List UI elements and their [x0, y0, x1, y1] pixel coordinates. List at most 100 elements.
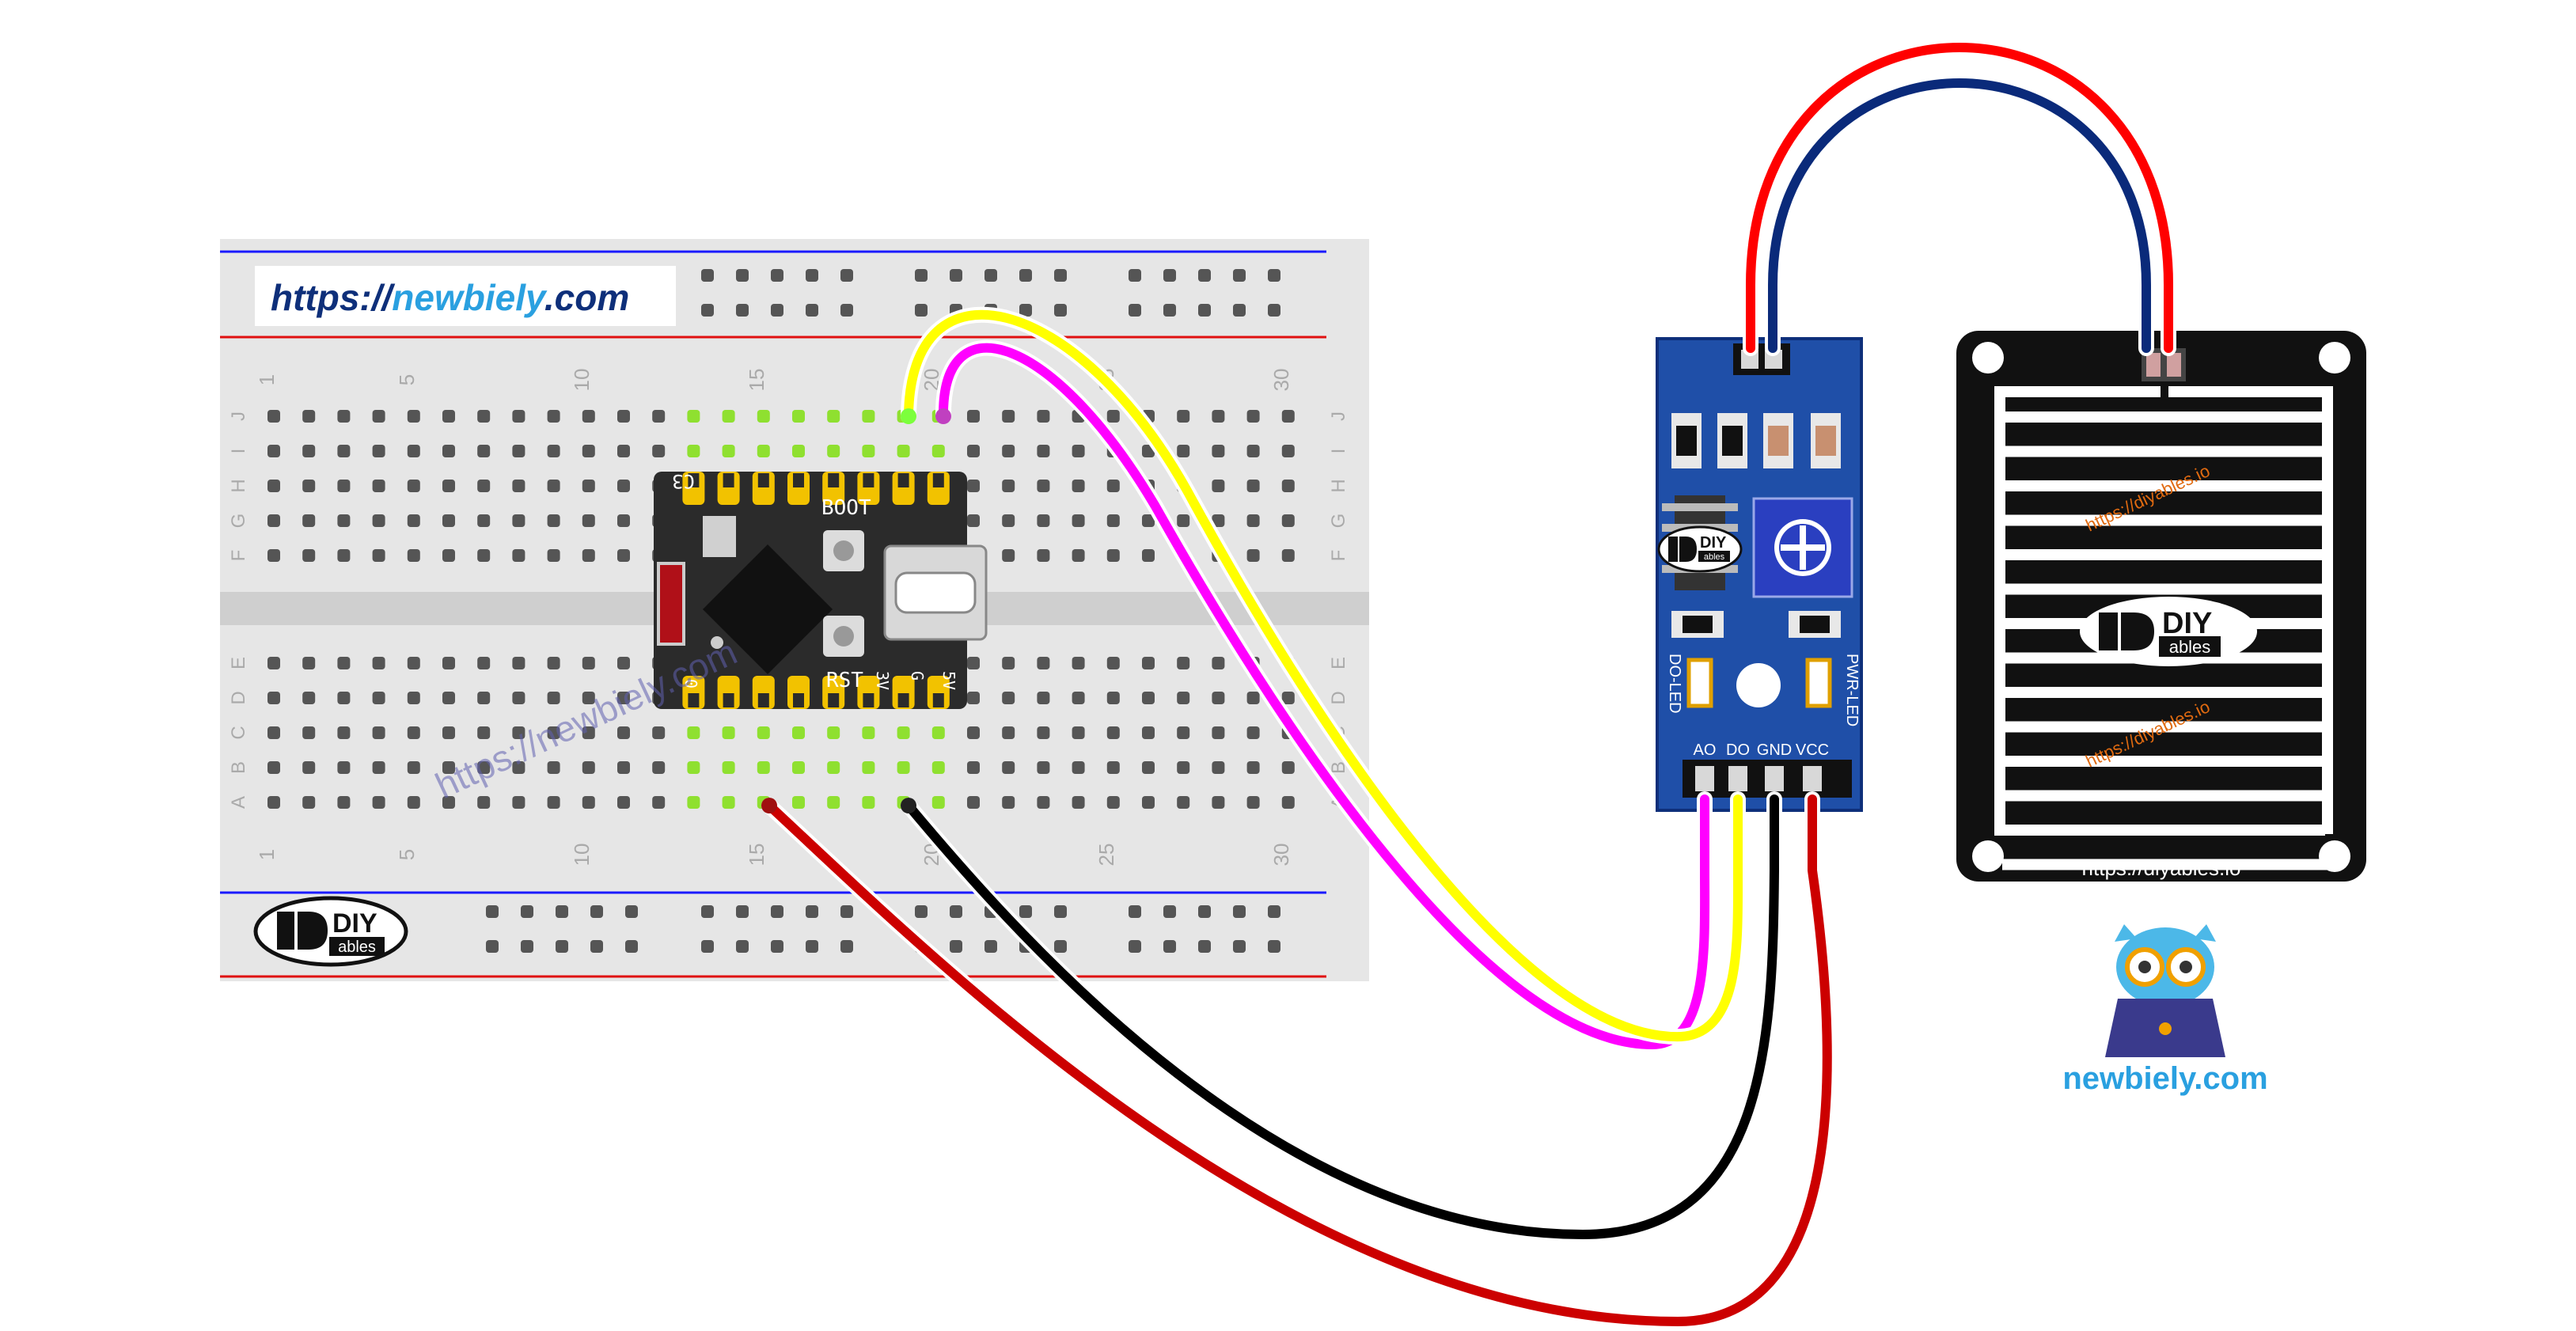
plate-spine-left	[1994, 386, 2005, 834]
label-pin-g: G	[908, 671, 927, 681]
breadboard-hole	[827, 726, 840, 739]
breadboard-hole	[897, 726, 910, 739]
breadboard-hole	[687, 726, 700, 739]
breadboard-hole	[267, 657, 280, 669]
plate-trace	[2002, 514, 2333, 526]
breadboard-hole	[967, 796, 980, 809]
breadboard-hole	[372, 761, 385, 774]
rail-hole	[1198, 905, 1211, 918]
plate-trace	[1994, 411, 2325, 423]
module-mount-hole	[1736, 663, 1781, 707]
breadboard-hole	[442, 726, 455, 739]
label-rst: RST	[826, 669, 863, 692]
breadboard-hole	[267, 692, 280, 704]
breadboard-hole	[547, 445, 560, 457]
rail-hole	[840, 269, 853, 282]
breadboard-hole	[547, 657, 560, 669]
breadboard-hole	[722, 410, 735, 423]
breadboard-hole	[512, 480, 525, 492]
module-pin-label-gnd: GND	[1757, 741, 1792, 759]
rail-hole	[1054, 940, 1067, 953]
plate-trace	[2002, 446, 2333, 457]
breadboard-hole	[1072, 692, 1085, 704]
breadboard-hole	[1281, 410, 1295, 423]
breadboard-hole	[337, 692, 351, 704]
rail-hole	[590, 940, 603, 953]
breadboard-hole	[862, 761, 875, 774]
breadboard-hole	[617, 761, 630, 774]
breadboard-hole	[407, 514, 420, 527]
rail-hole	[806, 905, 818, 918]
label-pwr-led: PWR-LED	[1843, 654, 1861, 726]
row-letter: I	[1328, 449, 1349, 454]
breadboard-hole	[407, 726, 420, 739]
rail-hole	[1019, 304, 1032, 317]
breadboard-hole	[757, 761, 770, 774]
plate-trace	[1994, 549, 2325, 560]
rail-hole	[1129, 940, 1141, 953]
label-pin-5v: 5V	[939, 671, 958, 690]
rail-hole	[1054, 269, 1067, 282]
rail-hole	[806, 940, 818, 953]
breadboard-hole	[337, 726, 351, 739]
breadboard-hole	[407, 796, 420, 809]
breadboard-logo-ables: ables	[338, 939, 376, 956]
breadboard-hole	[1177, 514, 1190, 527]
rail-hole	[736, 304, 749, 317]
breadboard-hole	[1072, 657, 1085, 669]
wire-end-do	[901, 408, 916, 424]
breadboard-hole	[1246, 796, 1260, 809]
breadboard-hole	[757, 726, 770, 739]
breadboard-hole	[931, 796, 945, 809]
column-number-bottom: 10	[570, 844, 594, 866]
rail-hole	[625, 940, 638, 953]
breadboard-hole	[617, 692, 630, 704]
breadboard-hole	[372, 726, 385, 739]
wire-sensor-blue	[1768, 78, 2151, 353]
column-number-top: 30	[1269, 369, 1293, 392]
rail-hole	[950, 269, 962, 282]
breadboard-hole	[1212, 410, 1225, 423]
breadboard-hole	[1177, 726, 1190, 739]
breadboard-hole	[442, 480, 455, 492]
rail-hole	[771, 269, 783, 282]
breadboard-hole	[1281, 796, 1295, 809]
module-pin-label-ao: AO	[1694, 741, 1717, 759]
row-letter: I	[228, 449, 249, 454]
breadboard-logo-diy: DIY	[332, 908, 377, 939]
rail-hole	[1268, 940, 1280, 953]
breadboard-hole	[1037, 692, 1050, 704]
module-diyables-logo: DIY ables	[1657, 525, 1743, 573]
breadboard-hole	[302, 692, 316, 704]
breadboard-hole	[1002, 796, 1015, 809]
breadboard-hole	[967, 726, 980, 739]
breadboard-hole	[1106, 410, 1120, 423]
module-potentiometer	[1752, 497, 1853, 598]
row-letter: E	[228, 657, 249, 669]
breadboard-hole	[1072, 445, 1085, 457]
rail-hole	[1233, 304, 1246, 317]
breadboard-hole	[1106, 657, 1120, 669]
breadboard-hole	[1037, 445, 1050, 457]
plate-spine-right	[2322, 386, 2333, 834]
rail-hole	[701, 304, 714, 317]
breadboard-hole	[1246, 445, 1260, 457]
plate-diyables-logo: DIY ables	[2080, 597, 2257, 666]
breadboard-hole	[512, 549, 525, 562]
breadboard-hole	[302, 549, 316, 562]
breadboard-hole	[442, 410, 455, 423]
do-led	[1686, 658, 1713, 708]
breadboard-hole	[512, 445, 525, 457]
breadboard-hole	[512, 657, 525, 669]
plate-traces	[1994, 386, 2333, 870]
module-smd-components	[1671, 413, 1841, 638]
rail-hole	[1129, 304, 1141, 317]
rail-hole	[625, 905, 638, 918]
breadboard-hole	[1002, 445, 1015, 457]
rail-hole	[590, 905, 603, 918]
breadboard-hole	[792, 410, 805, 423]
module-pin-label-vcc: VCC	[1796, 741, 1829, 759]
breadboard-hole	[1246, 480, 1260, 492]
rail-hole	[1054, 304, 1067, 317]
